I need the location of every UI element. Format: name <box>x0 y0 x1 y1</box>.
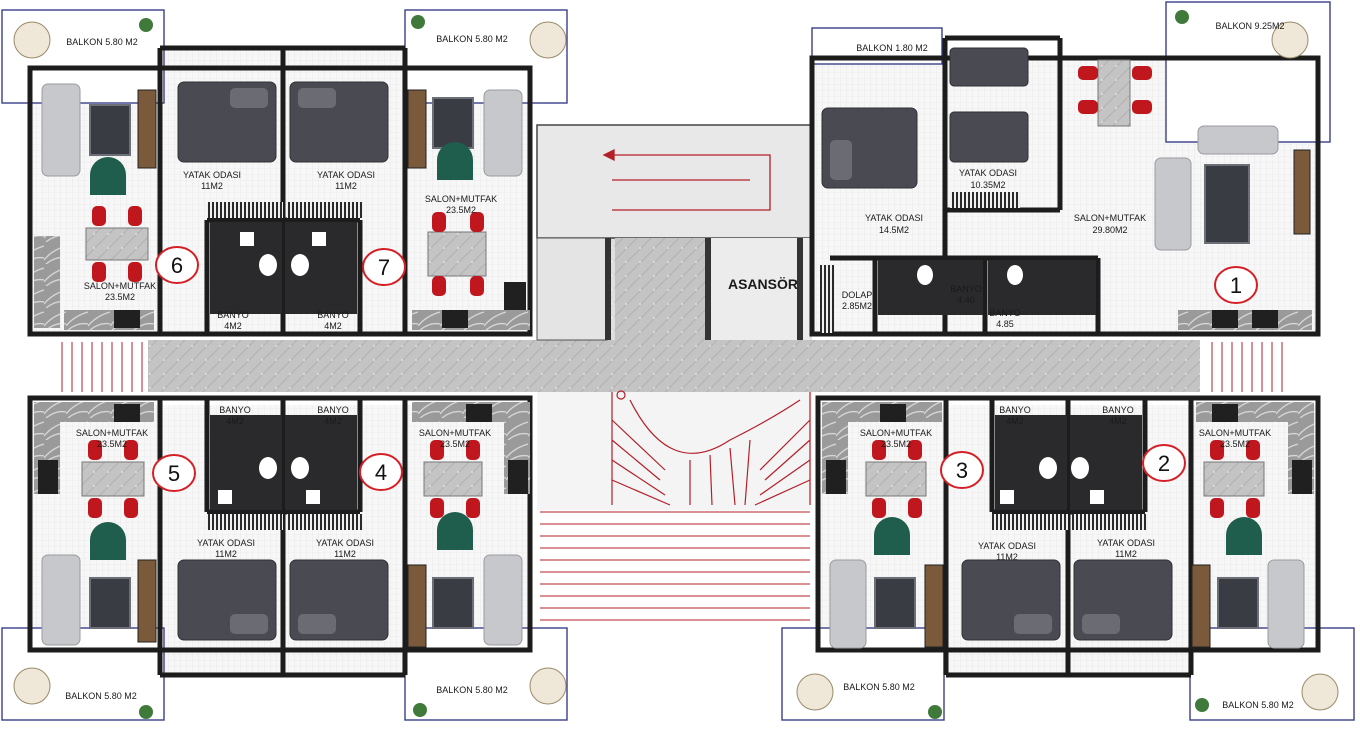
room-area: 23.5M2 <box>1220 439 1250 449</box>
room-label: SALON+MUTFAK <box>425 194 497 204</box>
room-area: 11M2 <box>334 549 356 559</box>
room-area: 4M2 <box>324 416 342 426</box>
room-label: SALON+MUTFAK <box>860 428 932 438</box>
room-label: BANYO <box>317 310 349 320</box>
room-label: BALKON 5.80 M2 <box>1222 700 1294 710</box>
unit-circle <box>362 248 406 286</box>
room-area: 2.85M2 <box>842 301 872 311</box>
room-label: BALKON 5.80 M2 <box>436 34 508 44</box>
room-area: 11M2 <box>1115 549 1137 559</box>
room-area: 4M2 <box>1109 416 1127 426</box>
room-label: SALON+MUTFAK <box>1199 428 1271 438</box>
unit-number: 3 <box>956 458 968 483</box>
room-area: 4M2 <box>226 416 244 426</box>
room-area: 4M2 <box>1006 416 1024 426</box>
room-area: 11M2 <box>996 552 1018 562</box>
unit-number: 1 <box>1230 273 1242 298</box>
room-area: 4M2 <box>324 321 342 331</box>
room-label: YATAK ODASI <box>865 213 923 223</box>
room-label: YATAK ODASI <box>317 170 375 180</box>
room-label: SALON+MUTFAK <box>84 281 156 291</box>
room-area: 4.85 <box>996 319 1014 329</box>
unit-number: 5 <box>168 461 180 486</box>
unit-circle <box>152 454 196 492</box>
room-area: 23.5M2 <box>97 439 127 449</box>
room-area: 29.80M2 <box>1092 225 1127 235</box>
room-label: YATAK ODASI <box>197 538 255 548</box>
unit-number: 4 <box>375 460 387 485</box>
room-label: DOLAP <box>842 290 873 300</box>
room-label: YATAK ODASI <box>978 541 1036 551</box>
room-label: BALKON 1.80 M2 <box>856 43 928 53</box>
room-label: BALKON 5.80 M2 <box>65 691 137 701</box>
room-area: 4.40 <box>957 295 975 305</box>
unit-circle <box>1214 266 1258 304</box>
balcony-1-large <box>1165 1 1331 143</box>
room-label: BANYO <box>219 405 251 415</box>
room-label: BANYO <box>1102 405 1134 415</box>
room-label: BANYO <box>950 284 982 294</box>
room-label: YATAK ODASI <box>316 538 374 548</box>
room-area: 11M2 <box>201 181 223 191</box>
room-label: BANYO <box>999 405 1031 415</box>
room-label: BALKON 5.80 M2 <box>436 685 508 695</box>
room-area: 23.5M2 <box>446 205 476 215</box>
room-area: 23.5M2 <box>881 439 911 449</box>
room-area: 10.35M2 <box>970 180 1005 190</box>
room-label: YATAK ODASI <box>183 170 241 180</box>
unit-number: 6 <box>171 253 183 278</box>
room-label: BANYO <box>217 310 249 320</box>
room-area: 4M2 <box>224 321 242 331</box>
unit-circle <box>1142 444 1186 482</box>
room-area: 23.5M2 <box>105 292 135 302</box>
room-label: BANYO <box>989 308 1021 318</box>
room-label: SALON+MUTFAK <box>1074 213 1146 223</box>
corridor <box>148 340 1200 392</box>
room-label: BALKON 9.25M2 <box>1215 21 1284 31</box>
room-label: YATAK ODASI <box>959 168 1017 178</box>
room-label: BALKON 5.80 M2 <box>843 682 915 692</box>
room-area: 11M2 <box>335 181 357 191</box>
elevator-label: ASANSÖR <box>728 276 798 292</box>
room-label: BALKON 5.80 M2 <box>66 37 138 47</box>
unit-circle <box>155 246 199 284</box>
room-area: 14.5M2 <box>879 225 909 235</box>
unit-number: 7 <box>378 255 390 280</box>
unit-circle <box>940 451 984 489</box>
room-label: YATAK ODASI <box>1097 538 1155 548</box>
unit-number: 2 <box>1158 451 1170 476</box>
unit-circle <box>359 453 403 491</box>
room-label: SALON+MUTFAK <box>76 428 148 438</box>
room-area: 23.5M2 <box>440 439 470 449</box>
room-label: SALON+MUTFAK <box>419 428 491 438</box>
room-area: 11M2 <box>215 549 237 559</box>
room-label: BANYO <box>317 405 349 415</box>
